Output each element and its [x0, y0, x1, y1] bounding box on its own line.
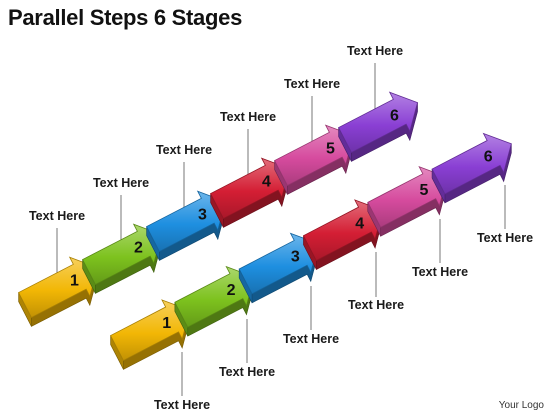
lower-stage-5-number: 5: [420, 182, 429, 199]
upper-arrow-stage-4: [210, 157, 291, 228]
lower-stage-6-number: 6: [484, 149, 493, 166]
lower-arrow-stage-6: [431, 132, 512, 204]
lower-stage-1-number: 1: [162, 315, 171, 332]
logo-text: Your Logo: [498, 400, 544, 411]
page-title: Parallel Steps 6 Stages: [8, 5, 243, 30]
lower-stage-2-number: 2: [227, 282, 236, 299]
lower-stage-4-number: 4: [355, 215, 364, 232]
upper-stage-2-number: 2: [134, 240, 143, 257]
lower-stage-4-label: Text Here: [347, 298, 405, 312]
upper-stage-3-label: Text Here: [155, 143, 213, 157]
upper-stage-6-label: Text Here: [346, 44, 404, 58]
upper-stage-5-number: 5: [326, 141, 335, 158]
upper-stage-6-number: 6: [390, 108, 399, 125]
lower-stage-1-label: Text Here: [153, 398, 211, 412]
lower-stage-6-label: Text Here: [476, 231, 534, 245]
lower-stage-5-label: Text Here: [411, 265, 469, 279]
upper-stage-5-label: Text Here: [283, 77, 341, 91]
upper-stage-4-number: 4: [262, 174, 271, 191]
upper-stage-4-label: Text Here: [219, 110, 277, 124]
upper-stage-3-number: 3: [198, 207, 207, 224]
lower-stage-2-label: Text Here: [218, 365, 276, 379]
upper-stage-1-number: 1: [70, 273, 79, 290]
lower-stage-3-number: 3: [291, 249, 300, 266]
lower-stage-3-label: Text Here: [282, 332, 340, 346]
upper-stage-1-label: Text Here: [28, 209, 86, 223]
upper-arrow-stage-6: [338, 91, 419, 162]
upper-stage-2-label: Text Here: [92, 176, 150, 190]
